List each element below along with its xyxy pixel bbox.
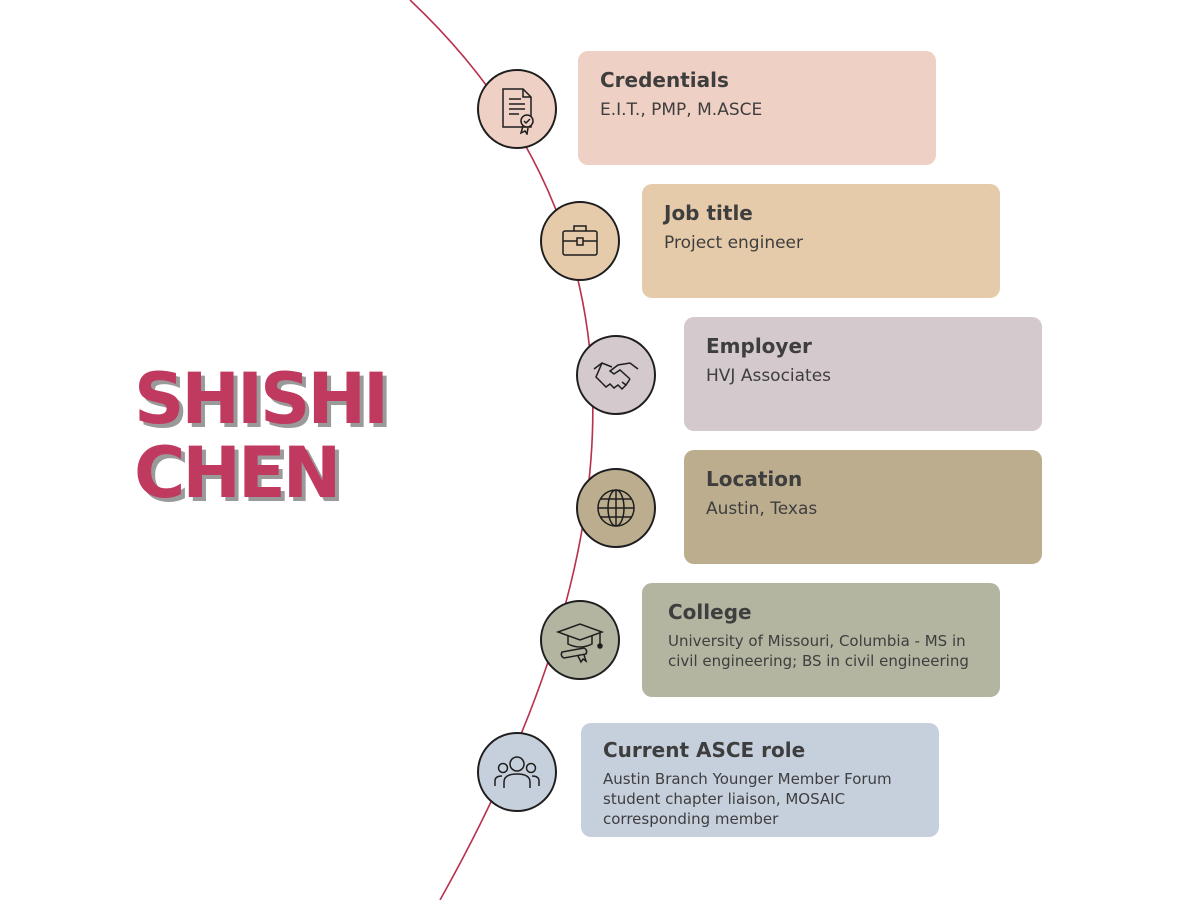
- college-label: College: [668, 600, 752, 624]
- job-title-card: Job title Project engineer: [642, 184, 1000, 298]
- first-name: SHISHI: [134, 358, 389, 440]
- job-title-label: Job title: [664, 201, 753, 225]
- asce-role-card: Current ASCE role Austin Branch Younger …: [581, 723, 939, 837]
- employer-value: HVJ Associates: [706, 366, 832, 386]
- asce-role-label: Current ASCE role: [603, 738, 806, 762]
- location-node: [576, 468, 656, 548]
- college-card: College University of Missouri, Columbia…: [642, 583, 1000, 697]
- credentials-node: [477, 69, 557, 149]
- certificate-icon: [502, 88, 534, 135]
- credentials-value: E.I.T., PMP, M.ASCE: [600, 100, 763, 120]
- job-title-value: Project engineer: [664, 233, 803, 253]
- person-name: SHISHI CHEN: [134, 358, 389, 514]
- last-name: CHEN: [134, 432, 341, 514]
- location-label: Location: [706, 467, 803, 491]
- handshake-icon: [593, 362, 639, 391]
- globe-icon: [597, 489, 635, 527]
- graduation-cap-icon: [555, 623, 605, 664]
- job-title-node: [540, 201, 620, 281]
- credentials-label: Credentials: [600, 68, 729, 92]
- people-group-icon: [494, 756, 540, 788]
- asce-role-node: [477, 732, 557, 812]
- credentials-card: Credentials E.I.T., PMP, M.ASCE: [578, 51, 936, 165]
- college-node: [540, 600, 620, 680]
- employer-label: Employer: [706, 334, 812, 358]
- asce-role-value: Austin Branch Younger Member Forum stude…: [603, 770, 892, 828]
- college-value: University of Missouri, Columbia - MS in…: [668, 632, 969, 670]
- briefcase-icon: [562, 225, 598, 256]
- employer-card: Employer HVJ Associates: [684, 317, 1042, 431]
- location-card: Location Austin, Texas: [684, 450, 1042, 564]
- location-value: Austin, Texas: [706, 499, 818, 519]
- employer-node: [576, 335, 656, 415]
